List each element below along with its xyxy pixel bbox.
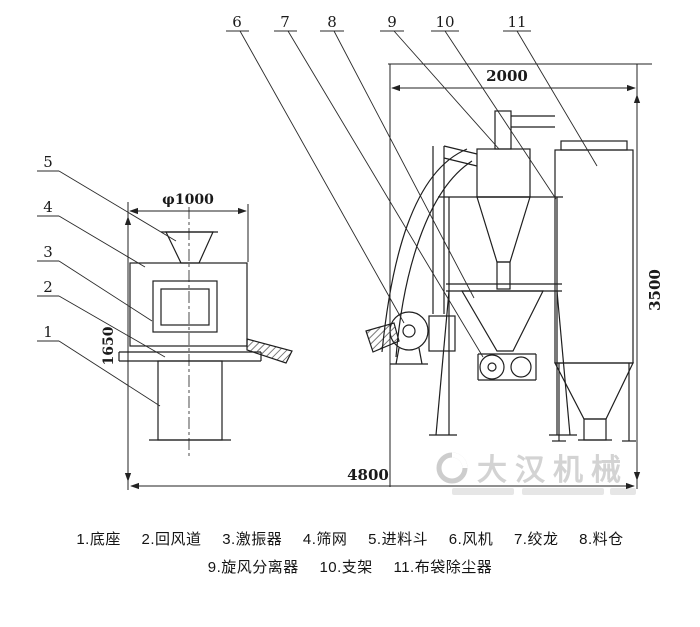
screw-end-disc (479, 354, 505, 380)
curved-duct (395, 160, 473, 358)
screw-drive-pulley (510, 356, 532, 378)
curved-duct (381, 148, 468, 353)
frame-leg (435, 290, 450, 436)
watermark-brand: 大汉机械 (477, 454, 629, 487)
callout-7-label: 7 (280, 13, 290, 31)
leader-line-7 (287, 30, 484, 358)
fan-stand (395, 347, 400, 365)
dim-3500-label: 3500 (646, 269, 664, 311)
legend-item-4: 4.筛网 (302, 531, 348, 548)
leader-line-1 (58, 340, 161, 407)
fan-motor (428, 315, 456, 352)
legend-item-6: 6.风机 (448, 531, 494, 548)
legend-item-5: 5.进料斗 (368, 531, 429, 548)
callout-2-label: 2 (43, 278, 53, 296)
sieve-box (129, 262, 248, 347)
fan-stand (418, 347, 423, 365)
leader-line-2 (58, 295, 166, 358)
legend-item-1: 1.底座 (76, 531, 121, 548)
leader-line-11 (516, 30, 598, 167)
cyclone-inlet-duct (443, 145, 478, 155)
callout-8-label: 8 (327, 13, 337, 31)
dust-collector-outlet (583, 418, 607, 441)
legend-item-7: 7.绞龙 (513, 531, 559, 548)
callout-5-label: 5 (43, 153, 53, 171)
callout-1-label: 1 (43, 323, 53, 341)
leader-line-10 (444, 30, 557, 200)
cyclone-exhaust-pipe (494, 110, 512, 150)
legend-item-2: 2.回风道 (141, 531, 202, 548)
cyclone-cone (476, 196, 531, 263)
cyclone-cylinder (476, 148, 531, 198)
legend-line-2: 9.旋风分离器 10.支架 11.布袋除尘器 (0, 556, 700, 580)
dim-2000-label: 2000 (486, 67, 528, 85)
legend-line-1: 1.底座 2.回风道 3.激振器 4.筛网 5.进料斗 6.风机 7.绞龙 8.… (0, 528, 700, 552)
callout-labels: 6 7 8 9 10 11 5 4 3 2 1 (43, 13, 526, 341)
left-machine (118, 207, 293, 459)
feed-hopper (165, 231, 214, 264)
watermark-logo-swirl-icon (451, 452, 468, 469)
dimension-labels: φ1000 2000 4800 1650 3500 (101, 67, 664, 484)
watermark-subtext-blur (452, 488, 514, 495)
cyclone-outlet-pipe (496, 261, 511, 290)
callout-3-label: 3 (43, 243, 53, 261)
leader-line-4 (58, 215, 146, 268)
watermark: 大汉机械 (436, 452, 636, 495)
dim-1650-label: 1650 (101, 326, 117, 365)
watermark-subtext-blur (522, 488, 604, 495)
leader-line-3 (58, 260, 153, 322)
leader-lines (37, 30, 598, 407)
screw-end-hub (487, 362, 497, 372)
material-bin-hopper (460, 290, 544, 352)
right-assembly (365, 110, 636, 442)
dust-collector-cone (554, 362, 634, 420)
legend-item-10: 10.支架 (319, 559, 373, 576)
dust-collector-cap (560, 140, 628, 151)
dust-collector-body (554, 149, 634, 364)
dim-4800-label: 4800 (347, 466, 389, 484)
callout-9-label: 9 (387, 13, 397, 31)
dimension-lines (124, 63, 652, 490)
legend-item-9: 9.旋风分离器 (207, 559, 299, 576)
legend-item-8: 8.料仓 (579, 531, 624, 548)
legend-item-3: 3.激振器 (222, 531, 283, 548)
drawing-svg: 大汉机械 (37, 13, 664, 495)
base-pedestal (157, 360, 223, 441)
watermark-subtext-blur (610, 488, 636, 495)
discharge-chute (246, 338, 293, 364)
cyclone-inlet-duct (443, 157, 478, 167)
fan-hub (402, 324, 416, 338)
callout-4-label: 4 (43, 198, 53, 216)
callout-11-label: 11 (507, 13, 526, 31)
leader-line-9 (393, 30, 500, 150)
dim-phi1000-label: φ1000 (162, 192, 214, 208)
legend: 1.底座 2.回风道 3.激振器 4.筛网 5.进料斗 6.风机 7.绞龙 8.… (0, 528, 700, 580)
leader-line-8 (333, 30, 475, 299)
callout-10-label: 10 (435, 13, 454, 31)
screen-window-outer (152, 280, 218, 333)
legend-item-11: 11.布袋除尘器 (393, 559, 493, 576)
leader-line-6 (239, 30, 405, 324)
screen-window-inner (160, 288, 210, 326)
callout-6-label: 6 (232, 13, 242, 31)
leader-line-5 (58, 170, 177, 242)
